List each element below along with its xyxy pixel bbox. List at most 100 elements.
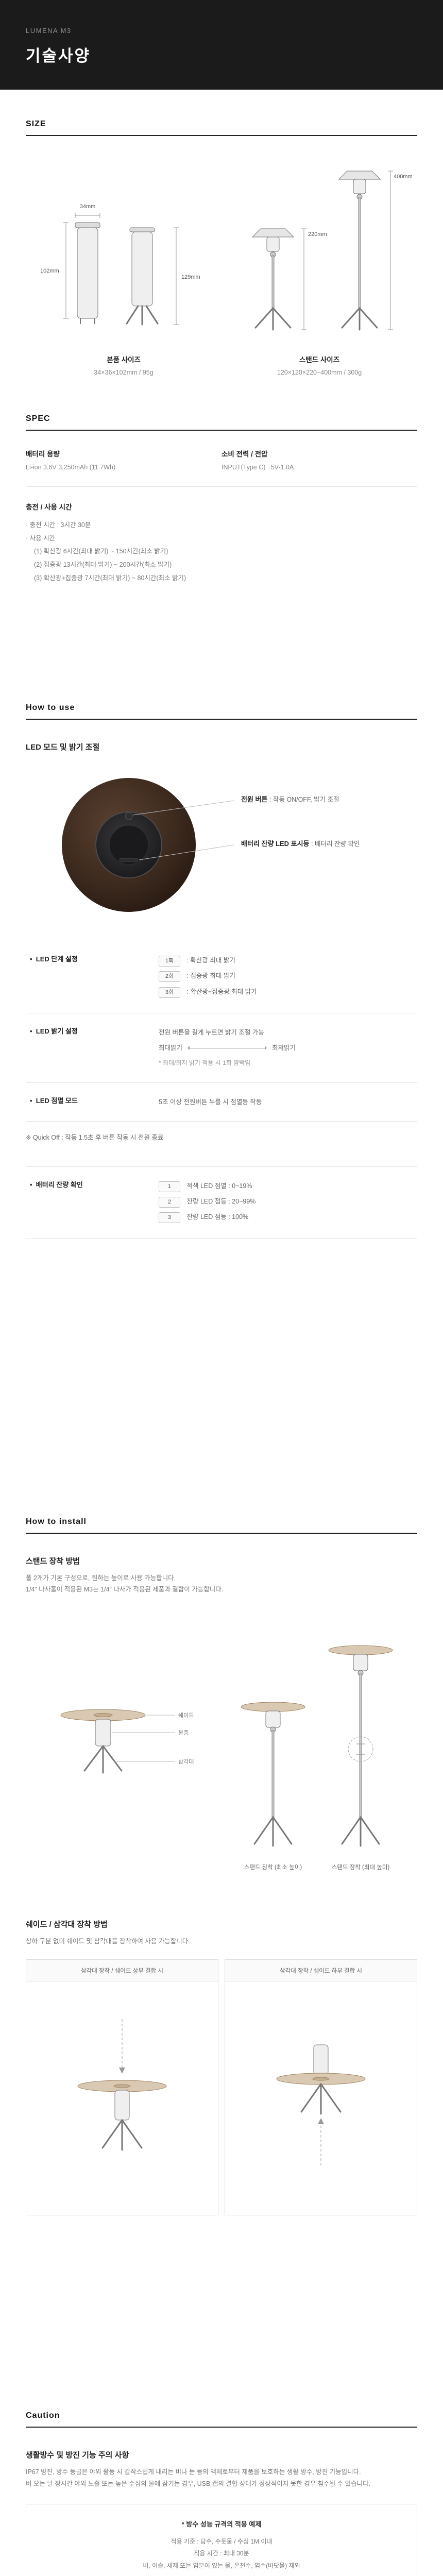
battery-led-callout-desc: : 배터리 잔량 확인: [311, 840, 360, 848]
led-mode-subtitle: LED 모드 및 밝기 조절: [26, 743, 100, 752]
divider: [26, 486, 417, 487]
power-button-callout-title: 전원 버튼: [241, 795, 268, 804]
power-input-value: INPUT(Type C) : 5V-1.0A: [222, 464, 294, 471]
table-row: LED 점멸 모드 5초 이상 전원버튼 누를 시 점멸등 작동: [26, 1083, 417, 1122]
waterproof-desc: IP67 방진, 방수 등급은 야외 활동 시 갑작스럽게 내리는 비나 눈 등…: [26, 2466, 417, 2489]
stand-desc-line-1: 폴 2개가 기본 구성으로, 원하는 높이로 사용 가능합니다.: [26, 1574, 176, 1582]
stand-install-diagram: 쉐이드 본품 삼각대: [26, 1609, 417, 1890]
size-diagram-svg: 34mm 102mm: [40, 171, 413, 331]
section-divider: [26, 430, 417, 431]
stand-install-desc: 폴 2개가 기본 구성으로, 원하는 높이로 사용 가능합니다. 1/4" 나사…: [26, 1572, 417, 1596]
battery-capacity-item: 배터리 용량 Li-ion 3.6V 3,250mAh (11.7Wh): [26, 448, 222, 471]
tripod-shade-bottom-diagram: [276, 2044, 366, 2115]
waterproof-block: 생활방수 및 방진 기능 주의 사항 IP67 방진, 방수 등급은 야외 활동…: [26, 2449, 417, 2576]
shade-lower-svg: [276, 2044, 366, 2166]
shade-install-boxes: 삼각대 장착 / 쉐이드 상부 결합 시: [26, 1959, 417, 2216]
dim-body-width-label: 34mm: [80, 204, 96, 210]
size-diagram: 34mm 102mm: [26, 154, 417, 352]
arrow-down-icon: [119, 2067, 125, 2074]
dim-stand-min-label: 220mm: [308, 231, 327, 238]
body-size-label: 본품 사이즈: [107, 356, 141, 364]
usage-line-3: (3) 확산광+집중광 7시간(최대 밝기) ~ 80시간(최소 밝기): [34, 574, 186, 582]
charge-usage-label: 충전 / 사용 시간: [26, 503, 72, 511]
scale-min-label: 최저밝기: [272, 1044, 296, 1052]
led-step-label: LED 단계 설정: [30, 954, 159, 1001]
caution-section: Caution 생활방수 및 방진 기능 주의 사항 IP67 방진, 방수 등…: [26, 2411, 417, 2576]
usage-time-line: · 사용 시간: [26, 534, 56, 542]
shade-part-label: 쉐이드: [178, 1712, 194, 1719]
step-chip: 3회: [159, 987, 180, 998]
dimension-body-height: 102mm: [40, 222, 69, 319]
shade-upper-box: 삼각대 장착 / 쉐이드 상부 결합 시: [26, 1959, 218, 2216]
battery-level-line: 2 잔량 LED 점등 : 20~99%: [159, 1195, 413, 1208]
how-to-use-section: How to use LED 모드 및 밝기 조절: [26, 703, 417, 1239]
body-size-value: 34×36×102mm / 95g: [94, 369, 154, 376]
section-divider: [26, 1532, 417, 1534]
stand-min-height-diagram: [241, 1702, 305, 1847]
blink-line: 5초 이상 전원버튼 누를 시 점멸등 작동: [159, 1098, 262, 1106]
lamp-front-photo: [62, 778, 196, 912]
dim-stand-max-label: 400mm: [394, 174, 413, 180]
size-heading: SIZE: [26, 120, 46, 128]
led-blink-body: 5초 이상 전원버튼 누를 시 점멸등 작동: [159, 1095, 413, 1109]
arrow-up-icon: [318, 2118, 324, 2125]
usage-line-2: (2) 집중광 13시간(최대 밝기) ~ 200시간(최소 밝기): [34, 561, 172, 568]
stand-install-svg: 쉐이드 본품 삼각대: [60, 1645, 393, 1871]
charge-time-line: · 충전 시간 : 3시간 30분: [26, 521, 91, 529]
stand-install-block: 스탠드 장착 방법 폴 2개가 기본 구성으로, 원하는 높이로 사용 가능합니…: [26, 1555, 417, 1890]
body-part-label: 본품: [178, 1730, 189, 1736]
step-line: 2회 : 집중광 최대 밝기: [159, 969, 413, 982]
stand-min-caption: 스탠드 장착 (최소 높이): [244, 1864, 302, 1871]
stand-install-subtitle: 스탠드 장착 방법: [26, 1556, 80, 1566]
spec-section: SPEC 배터리 용량 Li-ion 3.6V 3,250mAh (11.7Wh…: [26, 414, 417, 585]
waterproof-subtitle: 생활방수 및 방진 기능 주의 사항: [26, 2451, 129, 2460]
tabletop-lamp-diagram: [60, 1709, 146, 1774]
spec-heading: SPEC: [26, 414, 50, 423]
callout-leader-lines: [132, 800, 234, 860]
battery-check-table: 배터리 잔량 확인 1 적색 LED 점멸 : 0~19% 2 잔량 LED 점…: [26, 1166, 417, 1239]
stand-size-item: 스탠드 사이즈 120×120×220~400mm / 300g: [222, 354, 417, 376]
table-row: LED 단계 설정 1회 : 확산광 최대 밝기 2회 : 집중광 최대 밝기: [26, 941, 417, 1013]
level-chip: 2: [159, 1197, 180, 1208]
step-line: 1회 : 확산광 최대 밝기: [159, 954, 413, 967]
pole-joint-annotation-circle: [348, 1736, 373, 1762]
step-chip: 2회: [159, 971, 180, 982]
step-text: : 집중광 최대 밝기: [186, 972, 235, 980]
page-title: 기술사양: [26, 47, 91, 65]
dimension-body-width: 34mm: [75, 204, 100, 218]
stand-size-value: 120×120×220~400mm / 300g: [277, 369, 362, 376]
stand-max-diagram: [338, 171, 381, 331]
led-brightness-body: 전원 버튼을 길게 누르면 밝기 조절 가능 최대밝기 최저밝기 * 최대/최저…: [159, 1026, 413, 1070]
how-to-install-heading: How to install: [26, 1517, 87, 1526]
shade-lower-figure: [225, 1982, 417, 2215]
waterproof-spec-box: * 방수 성능 규격의 적용 예제 적용 기준 : 담수, 수돗물 / 수심 1…: [26, 2504, 417, 2576]
power-button-callout: 전원 버튼 : 작동 ON/OFF, 밝기 조절: [241, 794, 396, 805]
level-text: 잔량 LED 점등 : 100%: [186, 1213, 249, 1221]
battery-led-strip-icon: [119, 858, 139, 862]
led-blink-label: LED 점멸 모드: [30, 1095, 159, 1109]
brightness-scale: 최대밝기 최저밝기: [159, 1041, 413, 1055]
waterproof-box-title: * 방수 성능 규격의 적용 예제: [181, 2520, 262, 2529]
quick-off-note: ※ Quick Off : 작동 1.5초 후 버튼 작동 시 전원 종료: [26, 1133, 164, 1141]
waterproof-desc-line-2: 비 오는 날 장시간 야외 노출 또는 높은 수심의 물에 잠기는 경우, US…: [26, 2480, 371, 2487]
level-chip: 1: [159, 1181, 180, 1192]
waterproof-box-line-1: 적용 기준 : 담수, 수돗물 / 수심 1M 이내: [171, 2538, 272, 2546]
content: SIZE 34mm: [0, 90, 443, 2576]
spec-columns: 배터리 용량 Li-ion 3.6V 3,250mAh (11.7Wh) 소비 …: [26, 448, 417, 471]
level-text: 적색 LED 점멸 : 0~19%: [186, 1182, 252, 1190]
shade-install-subtitle: 쉐이드 / 삼각대 장착 방법: [26, 1920, 108, 1929]
lamp-photo-svg: [62, 778, 234, 912]
size-section: SIZE 34mm: [26, 90, 417, 376]
brightness-line: 전원 버튼을 길게 누르면 밝기 조절 가능: [159, 1028, 264, 1036]
usage-line-1: (1) 확산광 6시간(최대 밝기) ~ 150시간(최소 밝기): [34, 548, 168, 555]
tripod-shade-top-diagram: [77, 2080, 167, 2151]
brightness-note: * 최대/최저 밝기 적용 시 1회 깜빡임: [159, 1059, 251, 1067]
level-text: 잔량 LED 점등 : 20~99%: [186, 1198, 256, 1206]
lamp-body-diagram: [75, 222, 100, 324]
step-line: 3회 : 확산광+집중광 최대 밝기: [159, 985, 413, 998]
dimension-stand-max: 400mm: [388, 171, 413, 330]
section-divider: [26, 135, 417, 136]
stand-desc-line-2: 1/4" 나사홀이 적용된 M3는 1/4" 나사가 적용된 제품과 결합이 가…: [26, 1586, 224, 1594]
battery-led-callout: 배터리 잔량 LED 표시등 : 배터리 잔량 확인: [241, 839, 396, 850]
body-size-item: 본품 사이즈 34×36×102mm / 95g: [26, 354, 222, 376]
